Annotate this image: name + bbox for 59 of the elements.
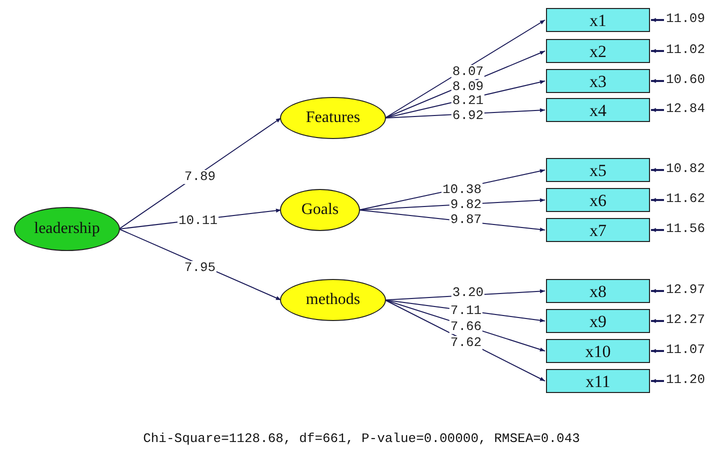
edge-label: 9.87 — [449, 213, 483, 227]
node-label: x7 — [590, 222, 606, 238]
node-label: x10 — [585, 342, 611, 360]
indicator-box — [546, 339, 650, 363]
arrow — [651, 319, 664, 323]
node-label: x1 — [590, 12, 606, 28]
edge-label: 11.20 — [666, 373, 706, 387]
arrow — [651, 349, 664, 353]
node-label: x2 — [590, 42, 606, 60]
edge-label: 8.09 — [451, 80, 485, 94]
indicator-box — [546, 98, 650, 122]
edge-label: 11.09 — [666, 12, 706, 26]
arrow — [651, 228, 664, 232]
indicator-box — [546, 69, 650, 93]
node-label: x8 — [590, 282, 606, 300]
arrow — [651, 18, 664, 22]
node-label: x4 — [590, 102, 606, 118]
node-label: Goals — [301, 202, 339, 218]
node-label: x9 — [590, 312, 606, 330]
arrow — [651, 379, 664, 383]
indicator-box — [546, 39, 650, 63]
edge-label: 12.97 — [666, 283, 706, 297]
node-label: x11 — [586, 372, 610, 390]
arrow — [651, 79, 664, 83]
edge-label: 7.89 — [183, 170, 217, 184]
edge-label: 10.60 — [666, 73, 706, 87]
arrow — [651, 108, 664, 112]
indicator-box — [546, 158, 650, 182]
edge-label: 10.82 — [666, 162, 706, 176]
arrow — [651, 49, 664, 53]
caption: Chi-Square=1128.68, df=661, P-value=0.00000, RMSEA=0.043 — [142, 430, 581, 448]
edge-label: 11.02 — [666, 43, 706, 57]
indicator-box — [546, 188, 650, 212]
edge-label: 11.07 — [666, 343, 706, 357]
node-label: Features — [306, 110, 360, 126]
node-label: x6 — [590, 192, 606, 208]
indicator-box — [546, 8, 650, 32]
arrow — [118, 118, 282, 230]
edge-label: 7.66 — [449, 320, 483, 334]
node-label: x3 — [590, 72, 606, 90]
edge-label: 7.95 — [183, 261, 217, 275]
edge-label: 3.20 — [451, 286, 485, 300]
node-label: leadership — [34, 221, 100, 237]
arrow — [651, 289, 664, 293]
edge-label: 12.84 — [666, 102, 706, 116]
arrow — [651, 198, 664, 202]
edge-label: 8.07 — [451, 65, 485, 79]
edge-label: 11.62 — [666, 192, 706, 206]
node-label: x5 — [590, 162, 606, 178]
indicator-box — [546, 279, 650, 303]
edge-label: 12.27 — [666, 313, 706, 327]
arrow — [384, 20, 546, 118]
node-label: methods — [306, 292, 360, 308]
arrow — [651, 168, 664, 172]
indicator-box — [546, 369, 650, 393]
edge-label: 11.56 — [666, 222, 706, 236]
edge-label: 7.62 — [449, 336, 483, 350]
indicator-box — [546, 309, 650, 333]
indicator-box — [546, 218, 650, 242]
